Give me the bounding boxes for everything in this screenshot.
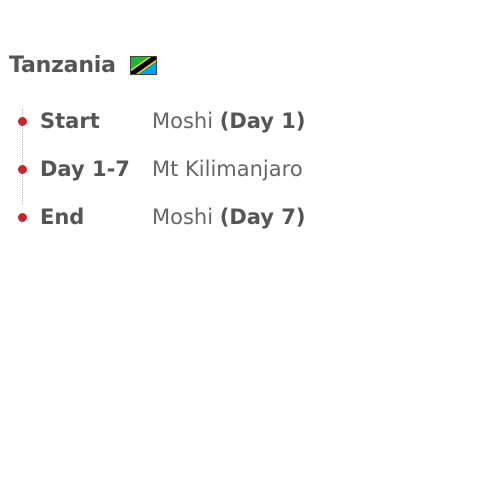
row-place: Mt Kilimanjaro [152,157,303,181]
row-detail: (Day 7) [219,205,306,229]
row-place: Moshi [152,109,214,133]
country-header: Tanzania [9,50,489,80]
timeline-dot-icon [18,212,27,222]
timeline-dot-icon [18,116,27,126]
row-value: Moshi (Day 1) [152,109,306,133]
country-name: Tanzania [9,52,116,78]
tanzania-flag-icon [129,55,157,75]
itinerary-row-start: Start Moshi (Day 1) [9,97,489,145]
row-value: Mt Kilimanjaro [152,157,303,181]
timeline-dot-icon [18,164,27,174]
timeline-connector [22,109,23,205]
row-place: Moshi [152,205,214,229]
itinerary-row-end: End Moshi (Day 7) [9,193,489,241]
itinerary-timeline: Start Moshi (Day 1) Day 1-7 Mt Kilimanja… [9,97,489,241]
row-label: End [40,205,85,229]
row-label: Day 1-7 [40,157,130,181]
itinerary-row-trek: Day 1-7 Mt Kilimanjaro [9,145,489,193]
itinerary-card: Tanzania Start Moshi (Day 1) [9,50,489,241]
row-label: Start [40,109,100,133]
row-value: Moshi (Day 7) [152,205,306,229]
row-detail: (Day 1) [219,109,306,133]
